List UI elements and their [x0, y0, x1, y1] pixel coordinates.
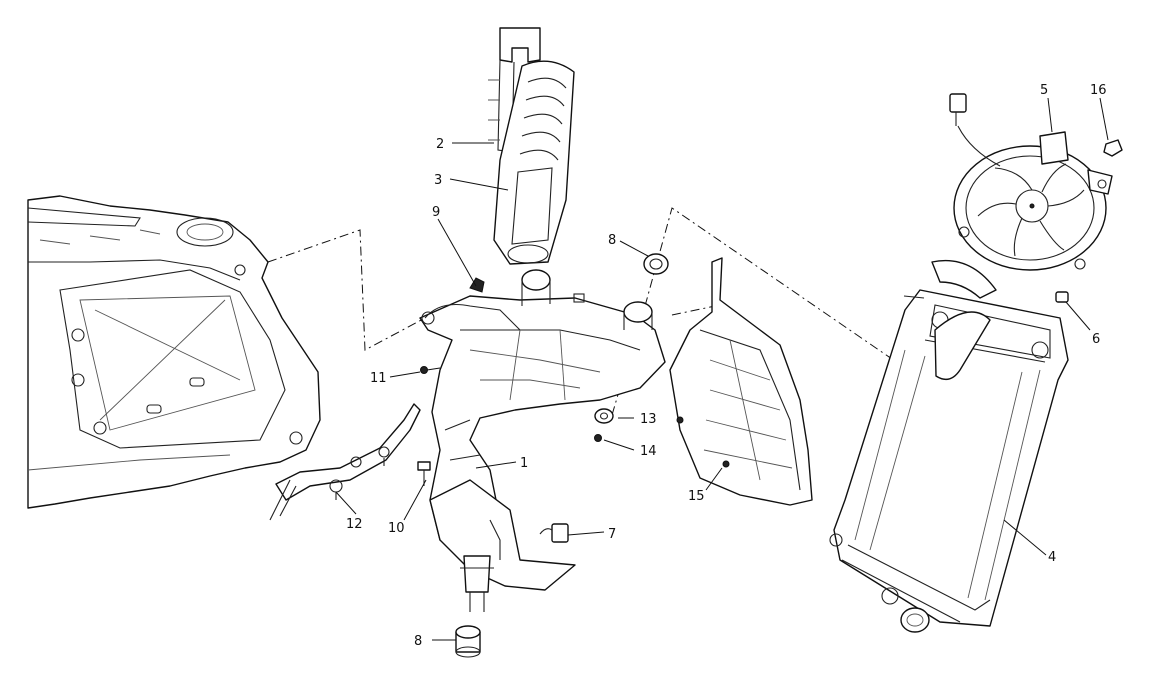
- air-duct-part: [488, 27, 575, 265]
- radiator-part: [829, 259, 1069, 633]
- callout-11: 11: [370, 371, 387, 386]
- callout-12: 12: [346, 517, 363, 532]
- callout-14: 14: [640, 444, 657, 459]
- bracket-support-part: [419, 269, 666, 612]
- callout-16: 16: [1090, 83, 1107, 98]
- frame-part: [27, 195, 321, 509]
- callout-8-top: 8: [608, 233, 616, 248]
- wiring-harness-part: [269, 403, 421, 521]
- callout-4: 4: [1048, 550, 1056, 565]
- cooling-fan-part: [949, 93, 1113, 271]
- callout-6: 6: [1092, 332, 1100, 347]
- callout-10: 10: [388, 521, 405, 536]
- callout-5: 5: [1040, 83, 1048, 98]
- callout-8-bottom: 8: [414, 634, 422, 649]
- hardware-small-parts: [417, 139, 1123, 658]
- callout-2: 2: [436, 137, 444, 152]
- callout-15: 15: [688, 489, 705, 504]
- callout-3: 3: [434, 173, 442, 188]
- callout-1: 1: [520, 456, 528, 471]
- callout-labels: 2 3 9 8 11 13 14 1 15 10 12 7 8 5 16 6 4: [346, 83, 1107, 649]
- callout-9: 9: [432, 205, 440, 220]
- callout-leader-lines: [335, 97, 1109, 641]
- duct-panel-part: [669, 257, 813, 506]
- callout-13: 13: [640, 412, 657, 427]
- callout-7: 7: [608, 527, 616, 542]
